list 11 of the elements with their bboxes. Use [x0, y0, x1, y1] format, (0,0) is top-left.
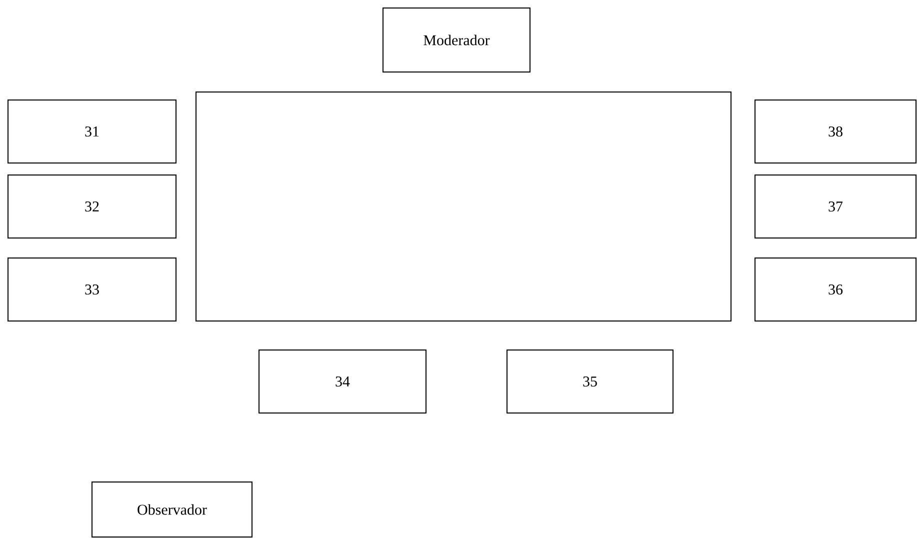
seat-box: 37 [754, 174, 917, 238]
seat-box: 33 [8, 258, 176, 322]
seat-box: 35 [506, 350, 674, 414]
role-box: Observador [92, 482, 252, 538]
table-box [196, 92, 732, 322]
seat-box: 34 [258, 350, 426, 414]
role-box: Moderador [382, 8, 530, 72]
seat-box: 32 [8, 174, 176, 238]
seat-box: 38 [754, 100, 917, 164]
seat-box: 31 [8, 100, 176, 164]
seat-box: 36 [754, 258, 917, 322]
